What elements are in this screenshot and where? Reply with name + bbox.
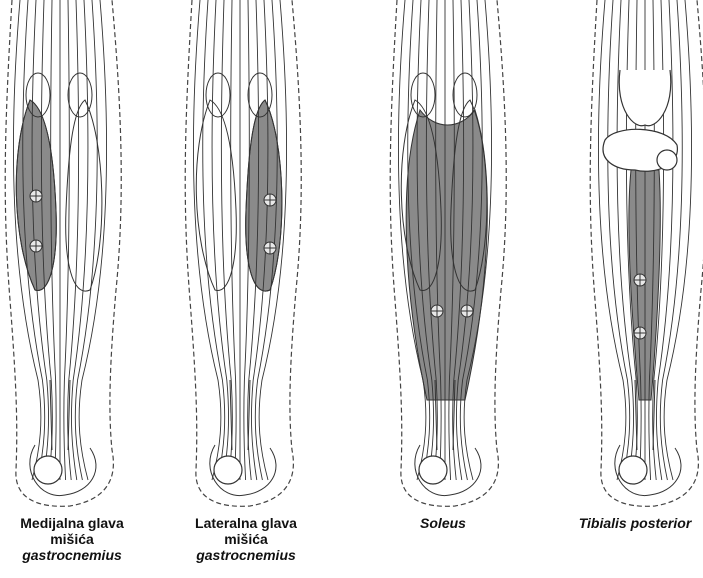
electrode-marker-icon bbox=[264, 194, 276, 206]
heel-bone bbox=[619, 456, 647, 484]
heel-bone bbox=[214, 456, 242, 484]
caption-lateral-gastrocnemius: Lateralna glava mišića gastrocnemius bbox=[171, 515, 321, 563]
muscle-strand bbox=[79, 0, 107, 480]
electrode-marker-icon bbox=[431, 305, 443, 317]
caption-line: mišića bbox=[171, 531, 321, 547]
caption-line: mišića bbox=[0, 531, 147, 547]
electrode-marker-icon bbox=[634, 327, 646, 339]
muscle-lines bbox=[598, 0, 691, 496]
caption-muscle-name: gastrocnemius bbox=[171, 547, 321, 563]
electrode-marker-icon bbox=[461, 305, 473, 317]
leg-panel-lateral-gastrocnemius bbox=[185, 0, 301, 506]
heel-bone bbox=[419, 456, 447, 484]
leg-panel-medial-gastrocnemius bbox=[5, 0, 121, 506]
caption-line: Lateralna glava bbox=[171, 515, 321, 531]
caption-medial-gastrocnemius: Medijalna glava mišića gastrocnemius bbox=[0, 515, 147, 563]
caption-muscle-name: gastrocnemius bbox=[0, 547, 147, 563]
heel-bone bbox=[34, 456, 62, 484]
electrode-marker-icon bbox=[264, 242, 276, 254]
knee-tendon bbox=[411, 73, 435, 117]
muscle-strand bbox=[231, 0, 237, 480]
leg-panel-tibialis-posterior bbox=[590, 0, 703, 506]
highlighted-muscle bbox=[406, 110, 487, 400]
electrode-marker-icon bbox=[30, 190, 42, 202]
knee-tendon bbox=[453, 73, 477, 117]
electrode-marker-icon bbox=[30, 240, 42, 252]
knee-tendon bbox=[206, 73, 230, 117]
muscle-strand bbox=[64, 0, 70, 480]
electrode-marker-icon bbox=[634, 274, 646, 286]
caption-tibialis-posterior: Tibialis posterior bbox=[560, 515, 703, 531]
caption-muscle-name: Tibialis posterior bbox=[560, 515, 703, 531]
caption-line: Medijalna glava bbox=[0, 515, 147, 531]
fibula-head-bone bbox=[657, 150, 677, 170]
leg-panel-soleus bbox=[390, 0, 506, 506]
muscle-strand bbox=[193, 0, 221, 480]
caption-soleus: Soleus bbox=[368, 515, 518, 531]
knee-tendon bbox=[68, 73, 92, 117]
caption-muscle-name: Soleus bbox=[368, 515, 518, 531]
